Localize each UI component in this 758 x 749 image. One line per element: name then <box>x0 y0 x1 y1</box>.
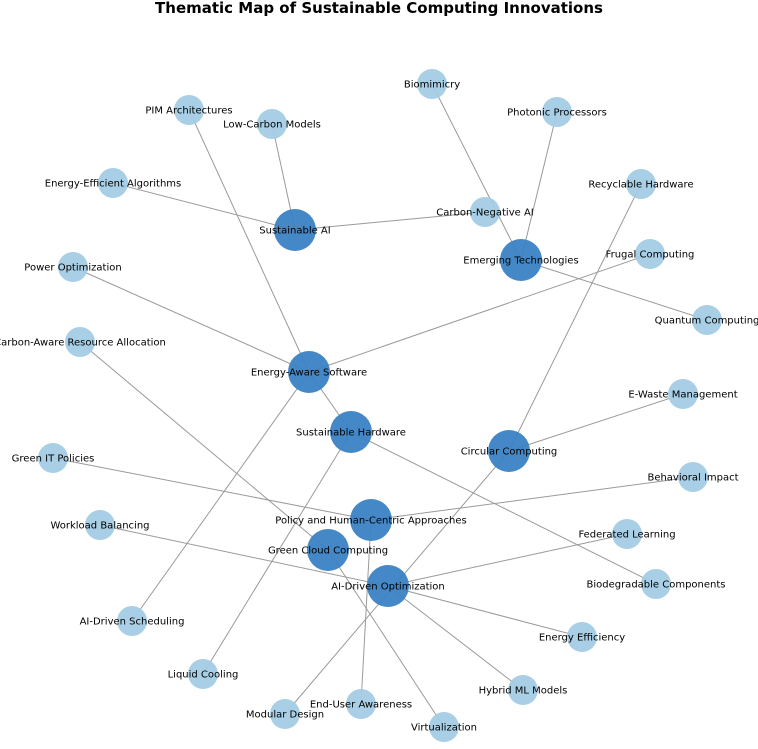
hub-node-policy-human-centric <box>350 499 392 541</box>
edge-energy-aware-software-ai-driven-scheduling <box>131 371 310 622</box>
leaf-node-biomimicry <box>417 69 447 99</box>
edge-green-cloud-computing-carbon-aware-resource-allocation <box>79 341 329 551</box>
leaf-node-biodegradable-components <box>641 569 671 599</box>
leaf-label-hybrid-ml-models: Hybrid ML Models <box>479 686 568 697</box>
leaf-label-federated-learning: Federated Learning <box>578 530 675 541</box>
leaf-node-end-user-awareness <box>346 689 376 719</box>
edge-sustainable-hardware-liquid-cooling <box>202 431 352 675</box>
diagram-title: Thematic Map of Sustainable Computing In… <box>155 0 603 17</box>
hub-node-sustainable-ai <box>274 209 316 251</box>
leaf-node-low-carbon-models <box>257 109 287 139</box>
edge-emerging-technologies-biomimicry <box>431 83 522 261</box>
leaf-label-energy-efficient-algorithms: Energy-Efficient Algorithms <box>45 179 181 190</box>
nodes-layer <box>38 69 722 742</box>
leaf-node-carbon-negative-ai <box>470 197 500 227</box>
leaf-node-photonic-processors <box>542 97 572 127</box>
leaf-node-e-waste-management <box>668 379 698 409</box>
hub-label-sustainable-ai: Sustainable AI <box>259 226 330 237</box>
edge-green-cloud-computing-virtualization <box>327 549 445 728</box>
leaf-node-energy-efficient-algorithms <box>98 168 128 198</box>
hub-node-energy-aware-software <box>288 351 330 393</box>
leaf-label-liquid-cooling: Liquid Cooling <box>168 670 239 681</box>
edge-ai-driven-optimization-energy-efficiency <box>387 585 583 638</box>
edge-sustainable-ai-carbon-negative-ai <box>294 211 486 231</box>
leaf-label-e-waste-management: E-Waste Management <box>628 390 737 401</box>
hub-label-energy-aware-software: Energy-Aware Software <box>251 368 367 379</box>
leaf-label-power-optimization: Power Optimization <box>24 263 121 274</box>
edge-energy-aware-software-power-optimization <box>72 266 310 373</box>
leaf-label-green-it-policies: Green IT Policies <box>12 454 95 465</box>
edge-sustainable-hardware-biodegradable-components <box>350 431 657 585</box>
edge-ai-driven-optimization-federated-learning <box>387 533 628 587</box>
leaf-node-power-optimization <box>58 252 88 282</box>
hub-node-ai-driven-optimization <box>367 565 409 607</box>
leaf-node-modular-design <box>270 699 300 729</box>
leaf-label-recyclable-hardware: Recyclable Hardware <box>588 180 693 191</box>
leaf-label-biodegradable-components: Biodegradable Components <box>586 580 725 591</box>
edge-emerging-technologies-quantum-computing <box>520 259 708 321</box>
hub-label-circular-computing: Circular Computing <box>461 447 558 458</box>
edge-policy-human-centric-end-user-awareness <box>360 519 372 705</box>
leaf-node-carbon-aware-resource-allocation <box>65 327 95 357</box>
leaf-label-carbon-negative-ai: Carbon-Negative AI <box>436 208 533 219</box>
hub-node-emerging-technologies <box>500 239 542 281</box>
leaf-node-green-it-policies <box>38 443 68 473</box>
edge-policy-human-centric-behavioral-impact <box>370 476 694 521</box>
hub-label-emerging-technologies: Emerging Technologies <box>463 256 578 267</box>
leaf-label-ai-driven-scheduling: AI-Driven Scheduling <box>80 617 185 628</box>
leaf-label-virtualization: Virtualization <box>411 723 477 734</box>
leaf-label-photonic-processors: Photonic Processors <box>507 108 607 119</box>
leaf-node-frugal-computing <box>635 239 665 269</box>
leaf-node-energy-efficiency <box>567 622 597 652</box>
leaf-node-liquid-cooling <box>188 659 218 689</box>
edge-energy-aware-software-frugal-computing <box>308 253 651 373</box>
leaf-label-workload-balancing: Workload Balancing <box>50 521 149 532</box>
leaf-label-pim-architectures: PIM Architectures <box>145 106 232 117</box>
hub-label-green-cloud-computing: Green Cloud Computing <box>268 546 388 557</box>
edge-circular-computing-recyclable-hardware <box>508 183 642 452</box>
edge-ai-driven-optimization-hybrid-ml-models <box>387 585 524 691</box>
leaf-label-energy-efficiency: Energy Efficiency <box>539 633 625 644</box>
leaf-label-behavioral-impact: Behavioral Impact <box>647 473 738 484</box>
leaf-label-frugal-computing: Frugal Computing <box>606 250 695 261</box>
leaf-node-quantum-computing <box>692 305 722 335</box>
edge-policy-human-centric-green-it-policies <box>52 457 372 521</box>
edge-circular-computing-e-waste-management <box>508 393 684 452</box>
leaf-node-virtualization <box>429 712 459 742</box>
hub-label-policy-human-centric: Policy and Human-Centric Approaches <box>275 516 466 527</box>
hub-node-sustainable-hardware <box>330 411 372 453</box>
hub-label-sustainable-hardware: Sustainable Hardware <box>296 428 406 439</box>
edges-layer <box>52 83 708 728</box>
leaf-label-low-carbon-models: Low-Carbon Models <box>223 120 321 131</box>
leaf-node-federated-learning <box>612 519 642 549</box>
hub-label-ai-driven-optimization: AI-Driven Optimization <box>331 582 445 593</box>
edge-emerging-technologies-photonic-processors <box>520 111 558 261</box>
leaf-label-quantum-computing: Quantum Computing <box>655 316 758 327</box>
leaf-node-pim-architectures <box>174 95 204 125</box>
leaf-node-ai-driven-scheduling <box>117 606 147 636</box>
leaf-label-carbon-aware-resource-allocation: Carbon-Aware Resource Allocation <box>0 338 166 349</box>
leaf-label-modular-design: Modular Design <box>246 710 324 721</box>
edge-energy-aware-software-pim-architectures <box>188 109 310 373</box>
leaf-label-biomimicry: Biomimicry <box>404 80 460 91</box>
edge-sustainable-ai-energy-efficient-algorithms <box>112 182 296 231</box>
hub-node-circular-computing <box>488 430 530 472</box>
leaf-node-recyclable-hardware <box>626 169 656 199</box>
leaf-node-hybrid-ml-models <box>508 675 538 705</box>
leaf-node-workload-balancing <box>85 510 115 540</box>
leaf-node-behavioral-impact <box>678 462 708 492</box>
edge-ai-driven-optimization-workload-balancing <box>99 524 389 587</box>
leaf-label-end-user-awareness: End-User Awareness <box>310 700 412 711</box>
hub-node-green-cloud-computing <box>307 529 349 571</box>
